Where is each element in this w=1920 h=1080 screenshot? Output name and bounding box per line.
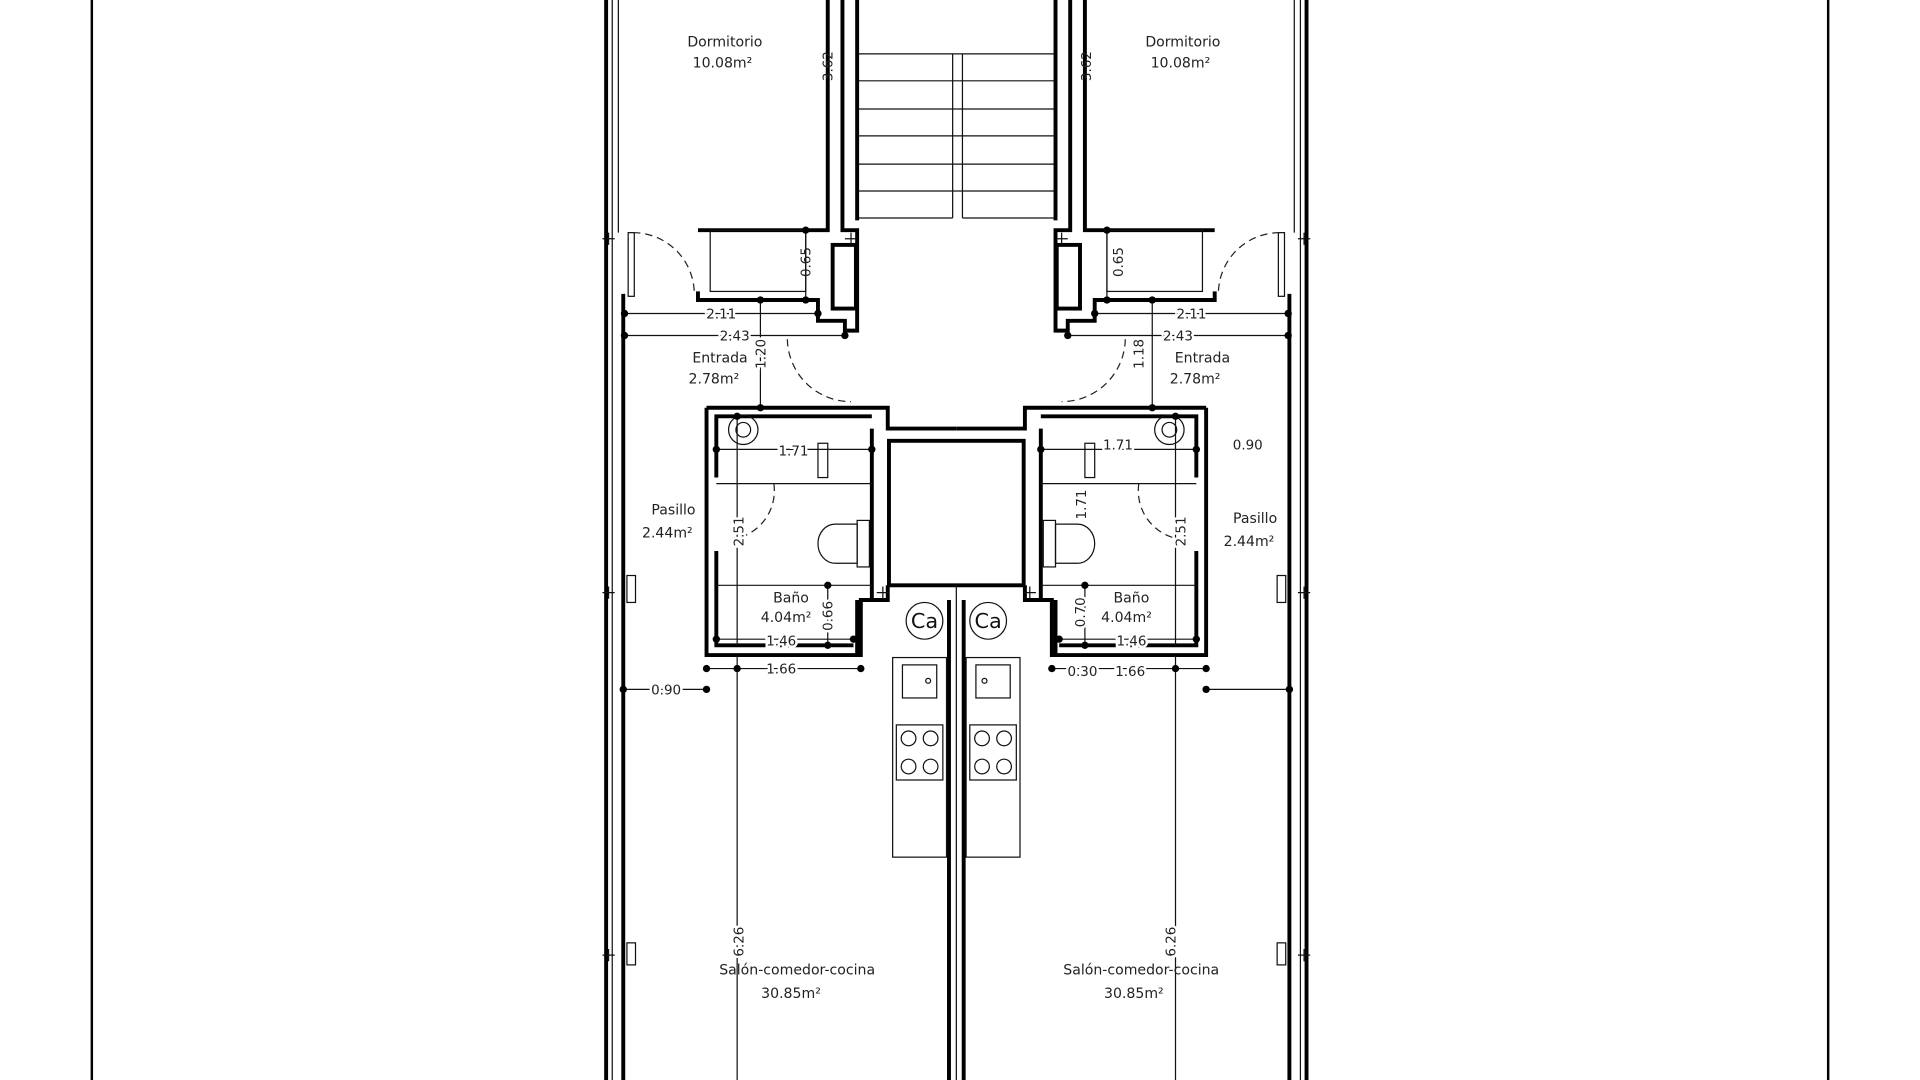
room-name: Salón-comedor-cocina <box>719 963 875 979</box>
dimension: 2.51 <box>732 516 747 546</box>
room-name: Baño <box>773 590 809 606</box>
dimension: 0.30 <box>1067 665 1097 680</box>
labels-left: Dormitorio 10.08m² Entrada 2.78m² Pasill… <box>642 35 938 1002</box>
dimension: 2.11 <box>1176 307 1206 322</box>
dimension: 2.43 <box>720 329 750 344</box>
central-shaft <box>887 438 1026 588</box>
room-name: Entrada <box>1175 350 1230 366</box>
staircase <box>857 53 1056 219</box>
room-area: 2.78m² <box>689 371 740 387</box>
unit-left <box>602 0 957 1080</box>
dimension: 0.65 <box>800 247 815 277</box>
dimension: 0.65 <box>1112 247 1127 277</box>
dimension: 3.62 <box>1080 51 1095 81</box>
boiler-symbol <box>905 601 944 640</box>
boiler-label: Ca <box>911 609 938 633</box>
room-area: 2.44m² <box>1224 534 1275 550</box>
dimension: 2.11 <box>706 307 736 322</box>
room-area: 2.78m² <box>1170 371 1221 387</box>
cooktop-icon <box>895 724 944 781</box>
dimension: 0.70 <box>1074 597 1089 627</box>
room-name: Entrada <box>692 350 747 366</box>
dimension: 6.26 <box>732 927 747 957</box>
dimension: 1.66 <box>766 662 796 677</box>
room-name: Dormitorio <box>687 35 762 51</box>
dimension: 0.90 <box>1233 438 1263 453</box>
dimension: 1.66 <box>1115 665 1145 680</box>
room-name: Pasillo <box>651 502 695 518</box>
dimension: 1.18 <box>1133 339 1148 369</box>
dimension: 1.20 <box>754 339 769 369</box>
dimension: 2.43 <box>1163 329 1193 344</box>
dimension: 1.71 <box>1075 490 1090 520</box>
room-area: 30.85m² <box>761 986 821 1002</box>
room-area: 10.08m² <box>1151 55 1211 71</box>
room-area: 2.44m² <box>642 526 693 542</box>
dimension: 0.66 <box>822 601 837 631</box>
dimension: 3.62 <box>822 51 837 81</box>
dimension: 2.51 <box>1174 516 1189 546</box>
room-area: 4.04m² <box>761 610 812 626</box>
sink-icon <box>727 414 759 446</box>
room-area: 30.85m² <box>1104 986 1164 1002</box>
dimension: 6.26 <box>1165 927 1180 957</box>
room-area: 10.08m² <box>693 55 753 71</box>
dimension: 1.46 <box>1116 634 1146 649</box>
room-name: Pasillo <box>1233 511 1277 527</box>
labels-right: Dormitorio 10.08m² Entrada 2.78m² Pasill… <box>975 35 1278 1002</box>
room-name: Baño <box>1114 590 1150 606</box>
toilet-icon <box>817 523 858 564</box>
room-area: 4.04m² <box>1101 610 1152 626</box>
dimension: 1.71 <box>778 445 808 460</box>
boiler-label: Ca <box>975 609 1002 633</box>
dimension: 0.90 <box>651 683 681 698</box>
dimension: 1.46 <box>766 634 796 649</box>
room-name: Dormitorio <box>1145 35 1220 51</box>
dimension: 1.71 <box>1103 438 1133 453</box>
kitchen-sink-icon <box>901 664 938 699</box>
room-name: Salón-comedor-cocina <box>1063 963 1219 979</box>
